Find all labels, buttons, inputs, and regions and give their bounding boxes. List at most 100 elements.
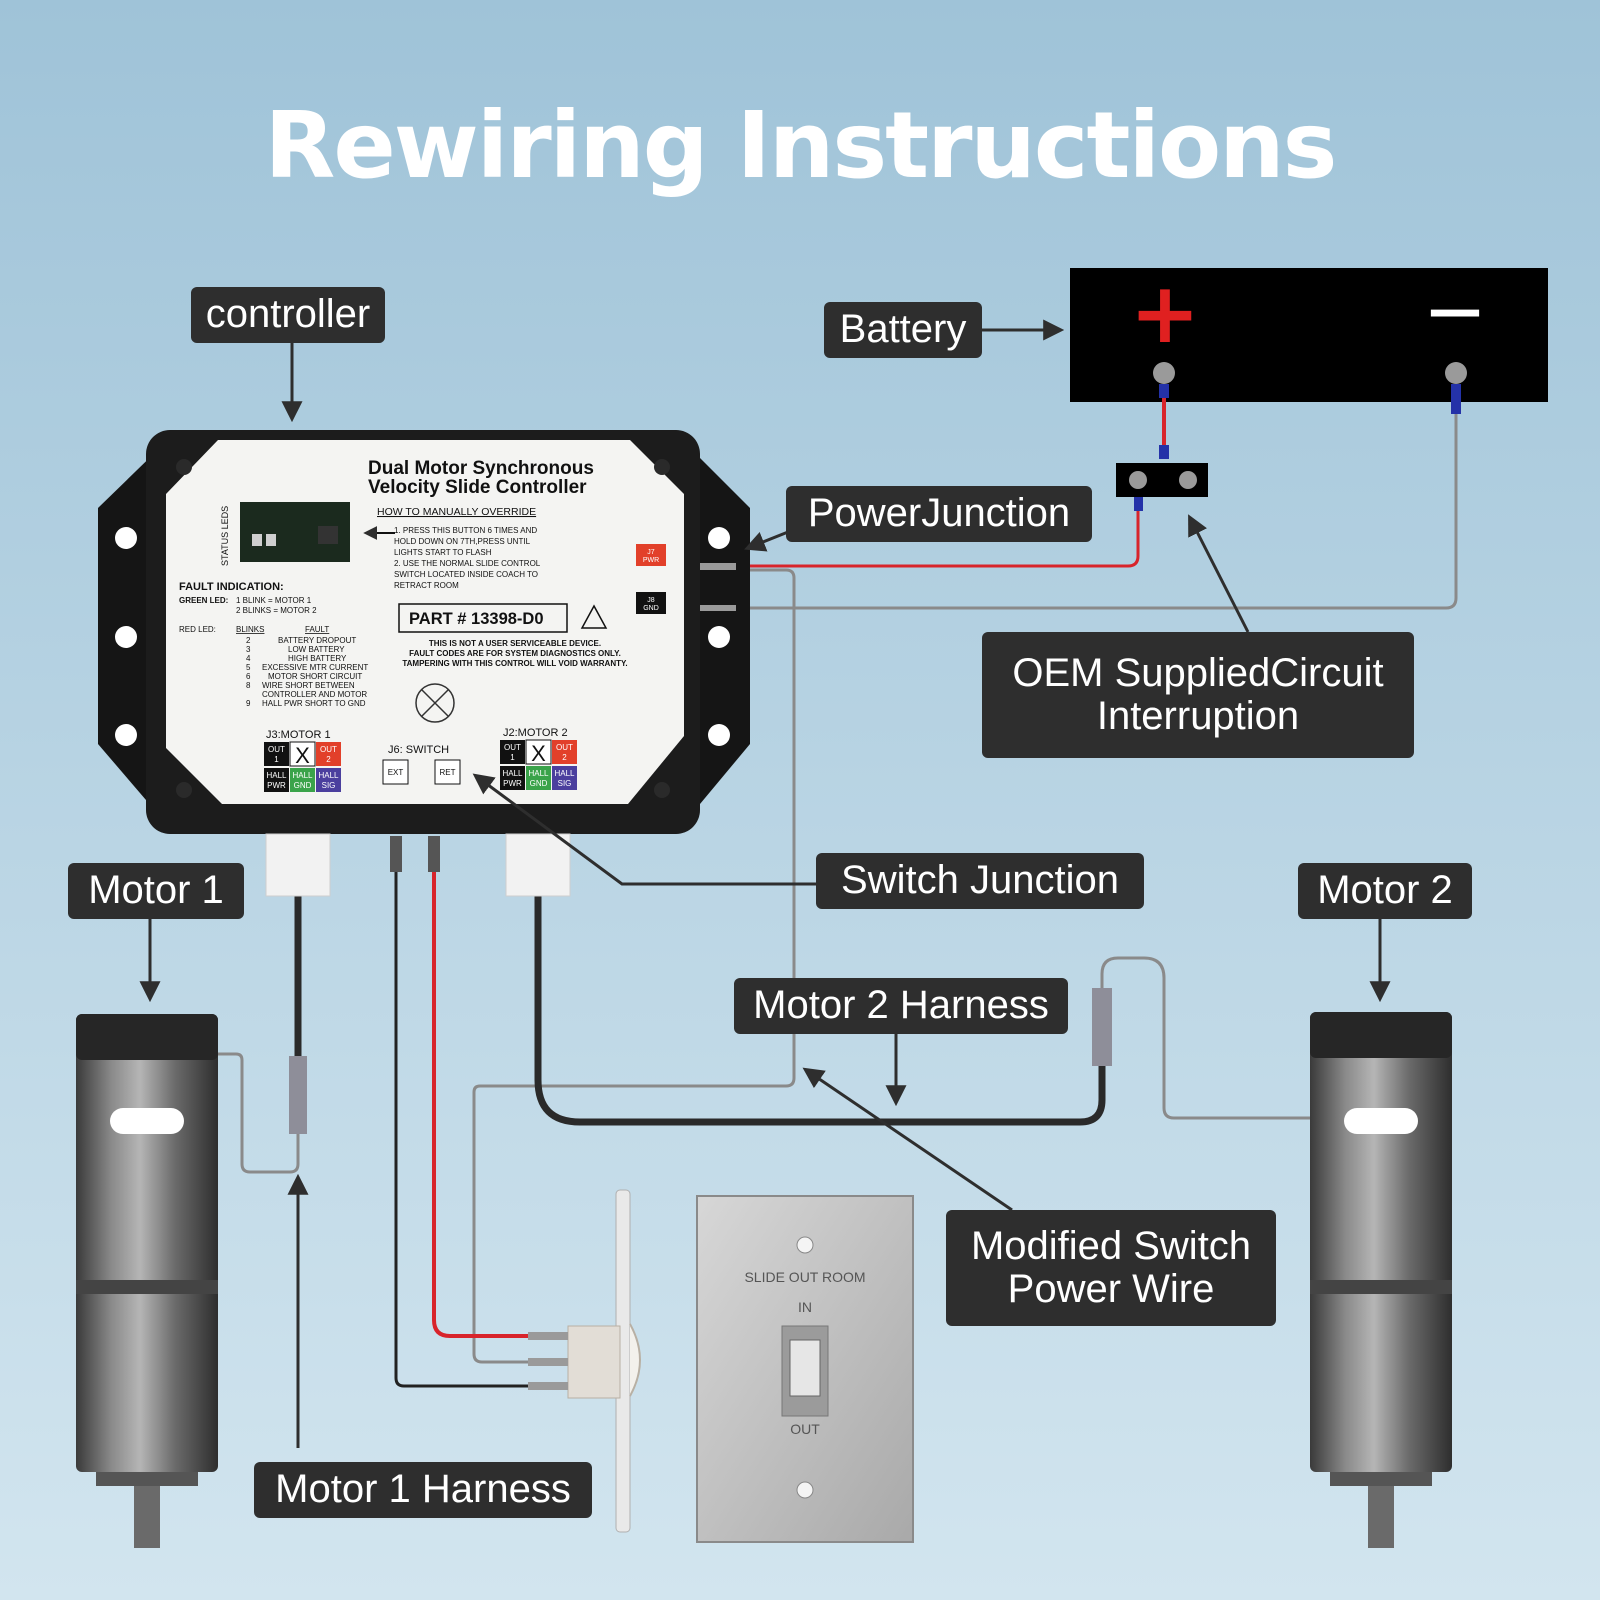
switch-junction-callout: Switch Junction [816,853,1144,909]
j2-motor2-label: J2:MOTOR 2 [503,727,568,739]
motor-cap [76,1014,218,1060]
plate-screw-icon [796,1481,814,1499]
pin-label: 2 [562,753,567,762]
battery-callout: Battery [824,302,982,358]
motor-body [76,1014,218,1472]
j7-spade-connector [700,563,736,570]
switch-feed-wire [472,568,796,1364]
power-junction-arrow [744,530,789,552]
j6-switch-label: J6: SWITCH [388,744,449,756]
fault-description: EXCESSIVE MTR CURRENT [262,663,368,672]
pin-label: GND [530,779,548,788]
controller-title-line1: Dual Motor Synchronous [368,458,594,479]
junction-screw [1179,471,1197,489]
pin-label: PWR [503,779,522,788]
pin-label: HALL [292,771,313,780]
pin-label: PWR [267,781,286,790]
override-steps: 1. PRESS THIS BUTTON 6 TIMES AND HOLD DO… [394,526,541,590]
connector [1159,445,1169,459]
power-junction-callout: PowerJunction [786,486,1092,542]
pin-out2 [316,742,341,766]
slide-out-room-label: SLIDE OUT ROOM [744,1269,865,1285]
led-indicator [266,534,276,546]
fault-blinks: 9 [246,699,251,708]
controller-title-line2: Velocity Slide Controller [368,477,587,498]
override-button-icon [415,683,455,723]
j8-spade-connector [700,605,736,611]
pin-x-mark: X [531,741,546,766]
screw-icon [176,782,192,798]
oem-callout: OEM SuppliedCircuit Interruption [982,632,1414,758]
battery-positive-terminal [1153,362,1175,384]
modified-switch-power-wire [432,858,538,1338]
pin-label: HALL [318,771,339,780]
oem-callout-line: OEM SuppliedCircuit [1012,650,1384,695]
mount-hole [708,527,730,549]
fault-description: CONTROLLER AND MOTOR [262,690,367,699]
pin-label: HALL [554,769,575,778]
switch-rocker [629,1323,641,1397]
red-led-label: RED LED: [179,625,216,634]
motor-slot [110,1108,184,1134]
pin-label: 1 [510,753,515,762]
motor-1 [76,1014,218,1548]
modified-switch-callout: Modified Switch Power Wire [946,1210,1276,1326]
switch-body [567,1325,621,1399]
warning-line: TAMPERING WITH THIS CONTROL WILL VOID WA… [402,659,627,668]
pin-label: HALL [502,769,523,778]
pin-label: SIG [558,779,572,788]
oem-callout-line: Interruption [1096,694,1300,738]
pin-out2 [552,740,577,764]
motor1-sensor-wire [218,1052,300,1174]
motor2-callout: Motor 2 [1298,863,1472,919]
battery: + — [1070,264,1548,402]
motor2-sensor-wire [1100,956,1318,1120]
pin-label: OUT [504,743,521,752]
motor-cap [1310,1012,1452,1058]
fault-blinks: 3 [246,645,251,654]
fault-description: WIRE SHORT BETWEEN [262,681,355,690]
controller: Dual Motor Synchronous Velocity Slide Co… [98,430,750,897]
status-leds-label: STATUS LEDS [220,506,230,566]
fault-blinks: 4 [246,654,251,663]
warranty-warning: THIS IS NOT A USER SERVICEABLE DEVICE. F… [402,639,627,668]
ext-terminal [382,759,409,785]
junction-screw [1129,471,1147,489]
toggle-paddle [789,1339,821,1397]
motor-gear-plate [96,1472,198,1486]
ret-label: RET [440,768,456,777]
pin-label: SIG [322,781,336,790]
modified-switch-callout-line: Modified Switch [970,1223,1252,1268]
screw-icon [654,782,670,798]
connector [1451,384,1461,414]
pin-blank [289,741,316,767]
connector [1159,384,1169,398]
pin-label: OUT [320,745,337,754]
switch-terminal [528,1382,568,1390]
fault-table: 2 BATTERY DROPOUT 3 LOW BATTERY 4 HIGH B… [246,636,368,708]
pin-blank [525,739,552,765]
pin-label: GND [294,781,312,790]
motor-shaft [134,1486,160,1548]
wiring [218,384,1461,1388]
green-led-line: 1 BLINK = MOTOR 1 [236,596,312,605]
switch-in-label: IN [798,1299,812,1315]
ret-terminal [434,759,461,785]
override-step-line: RETRACT ROOM [394,581,459,590]
ext-label: EXT [388,768,404,777]
motor-shaft [1368,1486,1394,1548]
switch-pin-connector [390,836,402,872]
part-number-box [398,603,568,633]
j7-power-badge [636,544,666,566]
pin-label: HALL [528,769,549,778]
pin-out1 [264,742,289,766]
j8-label: J8 [647,597,655,604]
mount-hole [708,626,730,648]
pin-label: OUT [268,745,285,754]
switch-pin-connector [428,836,440,872]
modified-switch-arrow [802,1067,1013,1212]
leader-arrows [139,319,1391,1448]
battery-negative-terminal [1445,362,1467,384]
switch-terminal [528,1332,568,1340]
